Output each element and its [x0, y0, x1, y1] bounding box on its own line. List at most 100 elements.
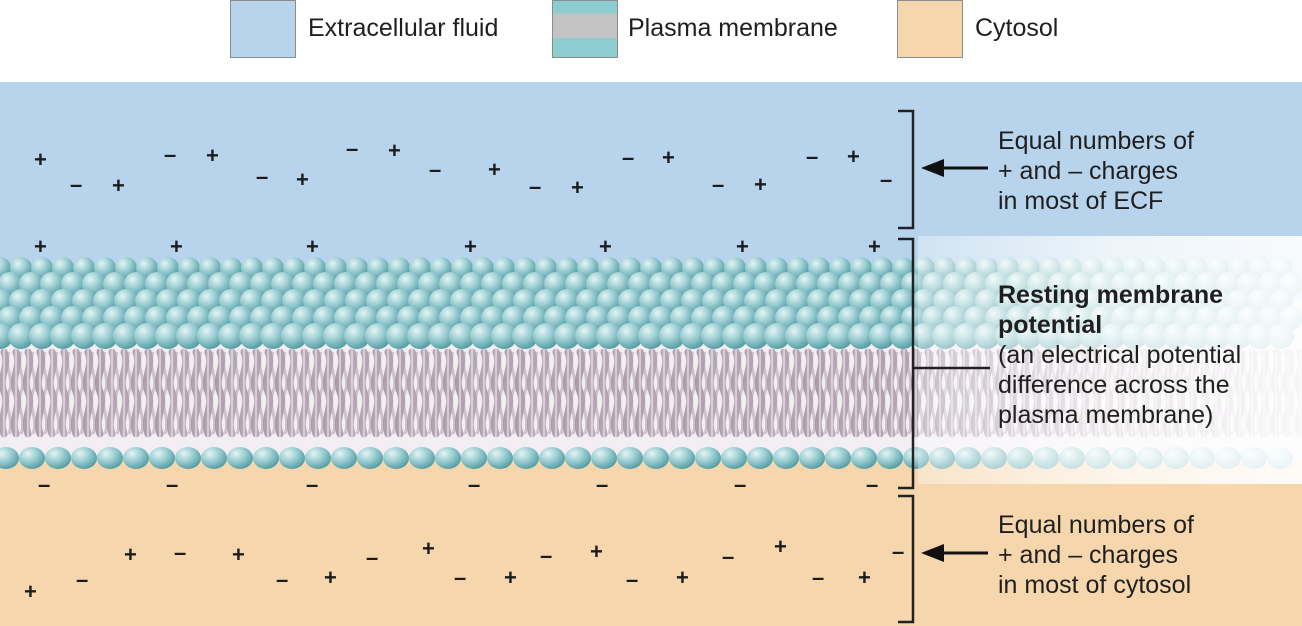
lipid-head: [827, 323, 853, 349]
lipid-tail: [238, 348, 250, 438]
lipid-head: [539, 447, 565, 469]
lipid-tail: [509, 351, 517, 435]
ecf-legend-swatch: [230, 0, 296, 58]
lipid-head: [331, 447, 357, 469]
lipid-head: [19, 447, 45, 469]
lipid-head: [513, 447, 539, 469]
rmp-description-line: difference across the: [998, 371, 1230, 399]
lipid-tail: [761, 351, 769, 435]
lipid-head: [71, 323, 97, 349]
lipid-head: [512, 323, 538, 349]
lipid-tail: [749, 351, 757, 435]
plus-charge: +: [504, 565, 517, 590]
lipid-tail: [778, 348, 790, 438]
lipid-tail: [329, 351, 337, 435]
ecf-annotation-line: in most of ECF: [998, 187, 1164, 215]
lipid-head: [253, 447, 279, 469]
lipid-head: [643, 447, 669, 469]
lipid-head: [227, 447, 253, 469]
plus-charge: +: [422, 536, 435, 561]
plus-charge: +: [324, 565, 337, 590]
lipid-tail: [773, 351, 781, 435]
lipid-tail: [797, 351, 805, 435]
cytosol-bracket: [898, 494, 915, 624]
lipid-tail: [473, 351, 481, 435]
lipid-tail: [89, 351, 97, 435]
lipid-head: [260, 323, 286, 349]
lipid-tail: [401, 351, 409, 435]
lipid-tail: [442, 348, 454, 438]
minus-charge: –: [346, 136, 359, 161]
lipid-tail: [557, 351, 565, 435]
lipid-head: [123, 447, 149, 469]
lipid-tail: [802, 348, 814, 438]
arrows: [921, 159, 988, 562]
minus-charge: –: [306, 472, 319, 497]
lipid-tail: [526, 348, 538, 438]
lipid-head: [45, 447, 71, 469]
lipid-head: [29, 323, 55, 349]
lipid-tail: [665, 351, 673, 435]
plus-charge: +: [124, 542, 137, 567]
plus-charge: +: [388, 138, 401, 163]
plus-charge: +: [206, 143, 219, 168]
rmp-description-line: plasma membrane): [998, 401, 1214, 429]
lipid-tail: [317, 351, 325, 435]
lipid-tail: [334, 348, 346, 438]
lipid-tail: [233, 351, 241, 435]
lipid-tail: [346, 348, 358, 438]
lipid-head: [281, 323, 307, 349]
lipid-tail: [202, 348, 214, 438]
lipid-tail: [77, 351, 85, 435]
ecf-annotation-line: Equal numbers of: [998, 127, 1194, 155]
lipid-head: [407, 323, 433, 349]
lipid-tail: [413, 351, 421, 435]
lipid-tail: [593, 351, 601, 435]
lipid-head: [201, 447, 227, 469]
lipid-tail: [605, 351, 613, 435]
plus-charge: +: [112, 173, 125, 198]
lipid-tail: [730, 348, 742, 438]
lipid-tail: [809, 351, 817, 435]
lipid-head: [97, 447, 123, 469]
lipid-head: [134, 323, 160, 349]
lipid-tail: [478, 348, 490, 438]
lipid-tail: [166, 348, 178, 438]
lipid-tail: [461, 351, 469, 435]
plus-charge: +: [34, 147, 47, 172]
plus-charge: +: [847, 144, 860, 169]
lipid-tail: [0, 348, 10, 438]
membrane-legend-swatch: [552, 0, 618, 58]
lipid-head: [848, 323, 874, 349]
lipid-head: [596, 323, 622, 349]
minus-charge: –: [174, 540, 187, 565]
plus-charge: +: [736, 234, 749, 259]
lipid-head: [575, 323, 601, 349]
membrane-bracket: [898, 237, 915, 490]
lipid-head: [806, 323, 832, 349]
lipid-head: [825, 447, 851, 469]
cytosol-annotation: Equal numbers of + and – charges in most…: [998, 510, 1194, 600]
lipid-tail: [430, 348, 442, 438]
lipid-head: [470, 323, 496, 349]
lipid-tail: [262, 348, 274, 438]
lipid-tail: [382, 348, 394, 438]
lipid-head: [659, 323, 685, 349]
minus-charge: –: [626, 567, 639, 592]
plus-charge: +: [34, 234, 47, 259]
lipid-tail: [53, 351, 61, 435]
lipid-tail: [545, 351, 553, 435]
lipid-tail: [569, 351, 577, 435]
plus-charge: +: [858, 565, 871, 590]
plus-charge: +: [868, 234, 881, 259]
lipid-head: [71, 447, 97, 469]
lipid-tail: [130, 348, 142, 438]
minus-charge: –: [734, 472, 747, 497]
lipid-tail: [617, 351, 625, 435]
lipid-head: [669, 447, 695, 469]
lipid-tail: [646, 348, 658, 438]
lipid-tail: [370, 348, 382, 438]
lipid-tail: [214, 348, 226, 438]
lipid-head: [638, 323, 664, 349]
